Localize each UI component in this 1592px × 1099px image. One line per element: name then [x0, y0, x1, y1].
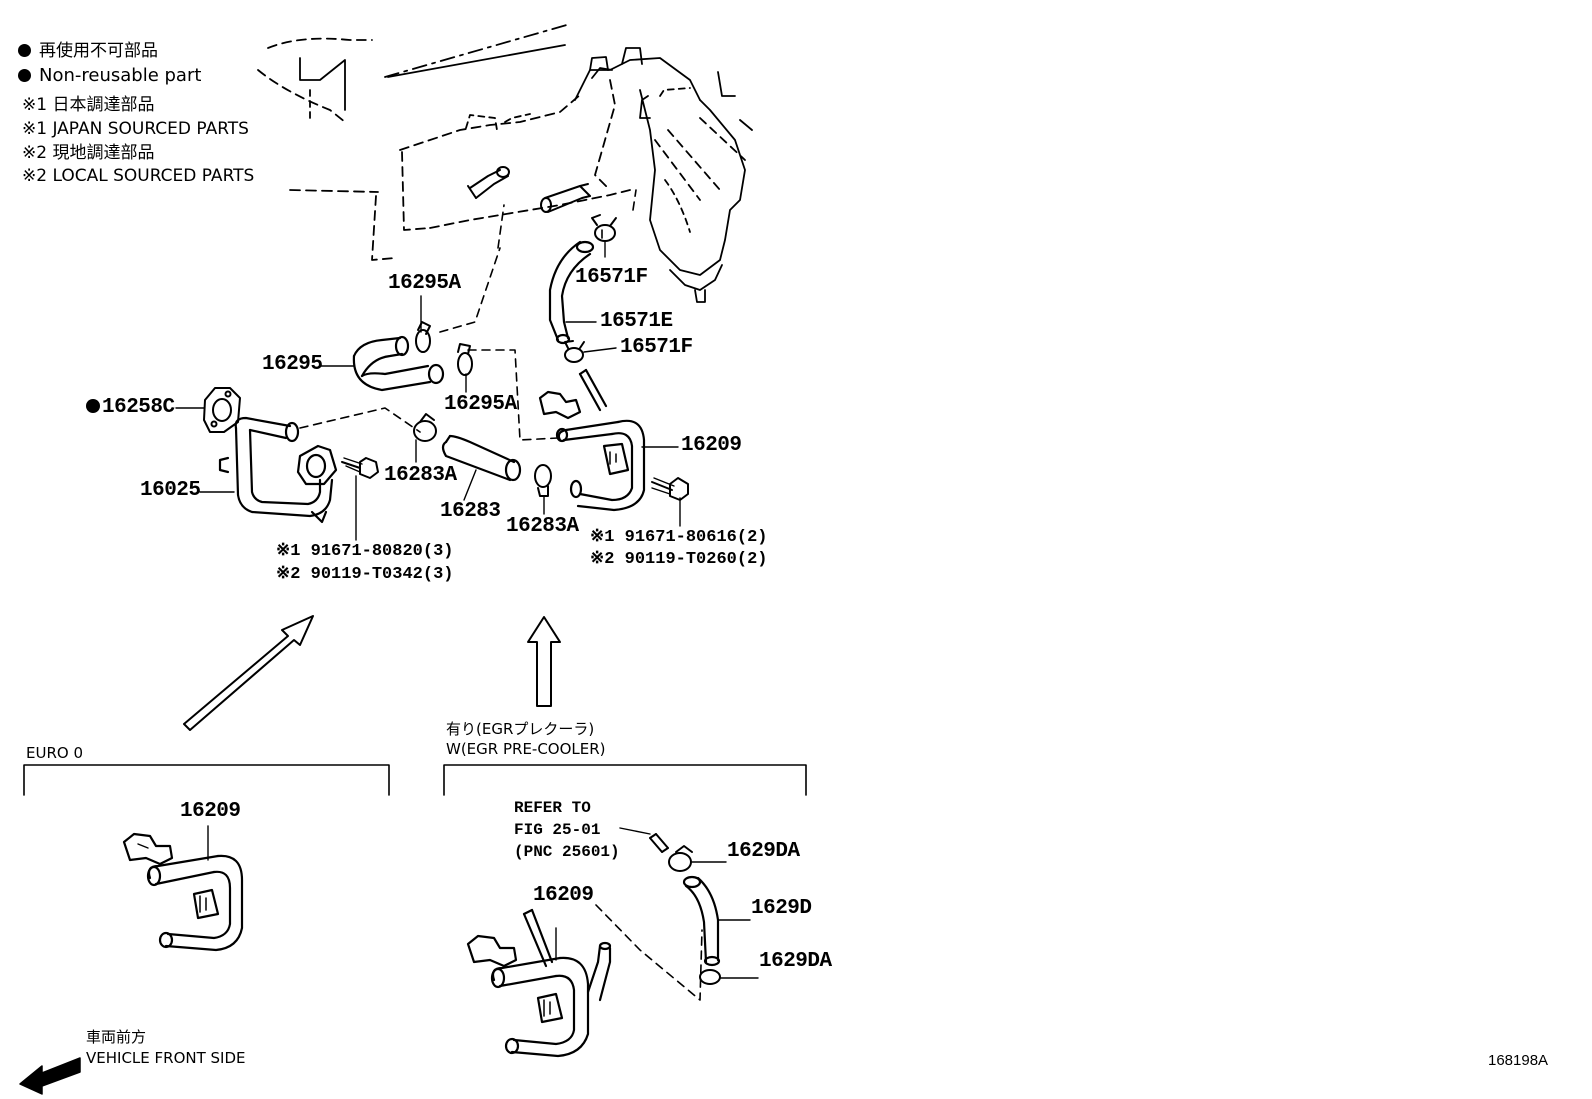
gasket-16258C [204, 388, 240, 432]
part-label-16209-main[interactable]: 16209 [681, 434, 742, 457]
clamp-1629DA-bottom [700, 970, 758, 984]
part-label-16283A-left[interactable]: 16283A [384, 464, 457, 487]
part-label-1629D[interactable]: 1629D [751, 897, 812, 920]
hose-16283 [443, 436, 520, 480]
bolt-left [342, 458, 378, 478]
clamp-16295A-bottom [458, 344, 472, 375]
clamp-16283A-right [535, 465, 551, 496]
engine-outline [258, 24, 752, 302]
variant-label-egr-en: W(EGR PRE-COOLER) [446, 740, 606, 758]
part-label-bolt-left-jp[interactable]: ※1 91671-80820(3) [276, 542, 454, 561]
legend-non-reusable-jp: 再使用不可部品 [18, 40, 158, 62]
leader-lines [176, 242, 680, 540]
engine-pipe-stub [541, 184, 590, 212]
clamp-16571F-bottom [565, 341, 584, 362]
clamp-16295A-top [416, 322, 430, 352]
part-label-16295A-bottom[interactable]: 16295A [444, 393, 517, 416]
pipe-16025 [220, 418, 336, 522]
part-label-bolt-left-local[interactable]: ※2 90119-T0342(3) [276, 565, 454, 584]
legend-note1-jp: ※1 日本調達部品 [22, 95, 155, 115]
part-label-16283[interactable]: 16283 [440, 500, 501, 523]
vehicle-front-arrow [20, 1058, 80, 1094]
front-label-en: VEHICLE FRONT SIDE [86, 1049, 246, 1067]
non-reusable-dot-icon [18, 44, 31, 57]
pipe-16209-euro [124, 826, 242, 950]
legend-note1-en: ※1 JAPAN SOURCED PARTS [22, 119, 249, 139]
part-label-bolt-right-jp[interactable]: ※1 91671-80616(2) [590, 528, 768, 547]
variant-label-egr-jp: 有り(EGRプレクーラ) [446, 720, 595, 738]
non-reusable-dot-icon [86, 399, 100, 413]
pipe-16209-main [540, 370, 644, 510]
part-label-16025[interactable]: 16025 [140, 479, 201, 502]
part-label-bolt-right-local[interactable]: ※2 90119-T0260(2) [590, 550, 768, 569]
bracket-egr [444, 765, 806, 795]
part-label-16571F-bottom[interactable]: 16571F [620, 336, 693, 359]
diagram-code: 168198A [1488, 1052, 1549, 1069]
part-label-16209-egr[interactable]: 16209 [533, 884, 594, 907]
part-label-16209-euro[interactable]: 16209 [180, 800, 241, 823]
bolt-right [652, 478, 688, 500]
front-label-jp: 車両前方 [86, 1028, 147, 1046]
refer-line-3: (PNC 25601) [514, 843, 620, 861]
legend-non-reusable-en: Non-reusable part [18, 65, 201, 87]
clamp-16571F-top [592, 215, 616, 241]
clamp-1629DA-top [669, 846, 726, 871]
engine-hose-small [468, 167, 509, 198]
egr-stub [620, 828, 668, 852]
refer-line-2: FIG 25-01 [514, 821, 601, 839]
arrow-euro [184, 616, 313, 730]
bracket-euro [24, 765, 389, 795]
hose-1629D [684, 877, 750, 965]
pipe-16209-egr [468, 910, 610, 1056]
variant-label-euro: EURO 0 [26, 744, 83, 762]
part-label-16295A-top[interactable]: 16295A [388, 272, 461, 295]
part-label-16571E[interactable]: 16571E [600, 310, 673, 333]
part-label-16295[interactable]: 16295 [262, 353, 323, 376]
arrow-egr [528, 617, 560, 706]
legend-note2-en: ※2 LOCAL SOURCED PARTS [22, 166, 255, 186]
part-label-16258C[interactable]: 16258C [86, 396, 175, 420]
hose-16571E [550, 242, 593, 343]
part-label-16571F-top[interactable]: 16571F [575, 266, 648, 289]
hose-16295 [354, 337, 443, 390]
dashed-leaders [300, 190, 702, 1000]
refer-line-1: REFER TO [514, 799, 591, 817]
part-label-1629DA-bottom[interactable]: 1629DA [759, 950, 832, 973]
clamp-16283A-left [414, 414, 436, 441]
legend-note2-jp: ※2 現地調達部品 [22, 143, 155, 163]
non-reusable-dot-icon [18, 69, 31, 82]
part-label-1629DA-top[interactable]: 1629DA [727, 840, 800, 863]
part-label-16283A-right[interactable]: 16283A [506, 515, 579, 538]
